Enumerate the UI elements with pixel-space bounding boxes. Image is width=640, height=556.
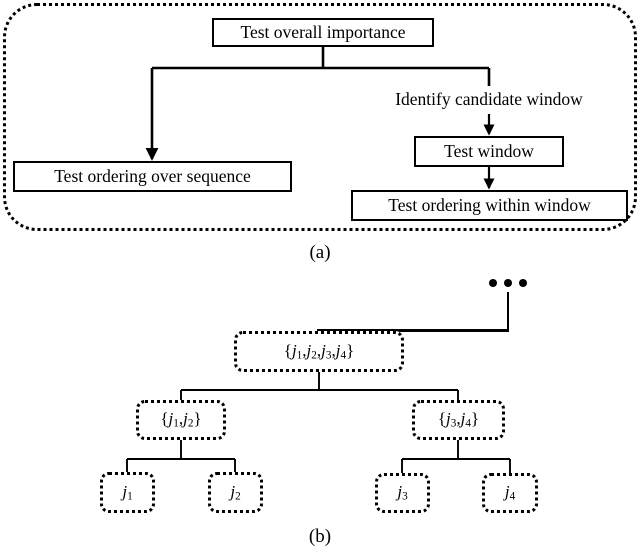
edge-label-identify-candidate-window: Identify candidate window	[369, 88, 609, 112]
panel-a-caption-text: (a)	[309, 241, 331, 263]
ellipsis-dot-3	[519, 279, 527, 287]
panel-a-dotted-group	[3, 3, 637, 231]
tree-node-leaf-j3-label: j3	[397, 482, 408, 503]
tree-node-root-label: {j1,j2,j3,j4}	[283, 340, 355, 362]
ellipsis-dot-1	[489, 279, 497, 287]
tree-node-leaf-j4-label: j4	[504, 482, 516, 503]
tree-node-leaf-j2-label: j2	[230, 481, 241, 503]
tree-node-leaf-j2[interactable]: j2	[208, 472, 263, 513]
tree-node-internal-j1-j2-label: {j1,j2}	[160, 409, 202, 430]
ellipsis-dot-2	[504, 279, 512, 287]
tree-node-leaf-j1[interactable]: j1	[100, 472, 155, 513]
node-test-window[interactable]: Test window	[414, 136, 564, 167]
tree-node-internal-j1-j2[interactable]: {j1,j2}	[136, 400, 226, 440]
node-test-ordering-over-sequence[interactable]: Test ordering over sequence	[13, 161, 292, 192]
node-test-overall-importance[interactable]: Test overall importance	[212, 18, 434, 47]
tree-node-leaf-j4[interactable]: j4	[482, 473, 538, 513]
node-test-ordering-within-window-label: Test ordering within window	[388, 194, 591, 215]
tree-node-leaf-j1-label: j1	[122, 481, 133, 503]
node-test-ordering-over-sequence-label: Test ordering over sequence	[54, 165, 251, 186]
tree-node-leaf-j3[interactable]: j3	[375, 473, 430, 513]
edge-label-identify-candidate-window-text: Identify candidate window	[395, 89, 583, 110]
panel-b-caption-text: (b)	[308, 525, 332, 547]
node-test-ordering-within-window[interactable]: Test ordering within window	[351, 190, 628, 221]
node-test-overall-importance-label: Test overall importance	[240, 21, 406, 42]
tree-node-internal-j3-j4[interactable]: {j3,j4}	[412, 400, 505, 440]
tree-node-root-j1-j2-j3-j4[interactable]: {j1,j2,j3,j4}	[234, 331, 404, 372]
panel-a-caption: (a)	[290, 240, 350, 264]
node-test-window-label: Test window	[444, 140, 534, 161]
tree-node-internal-j3-j4-label: {j3,j4}	[437, 409, 480, 430]
panel-b-caption: (b)	[290, 524, 350, 548]
ellipsis-dots-icon	[489, 279, 527, 287]
